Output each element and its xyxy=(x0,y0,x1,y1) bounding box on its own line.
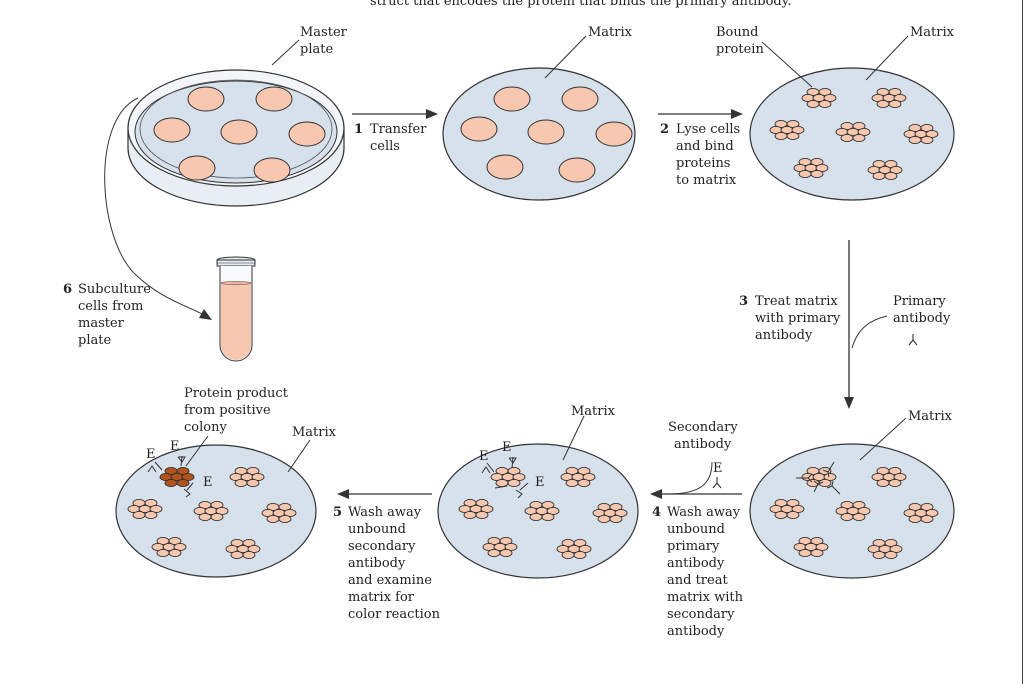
protein-cluster xyxy=(458,498,494,520)
matrix-2 xyxy=(749,67,955,201)
protein-cluster xyxy=(835,121,871,143)
matrix-2-label: Matrix xyxy=(910,25,955,40)
svg-text:E: E xyxy=(170,439,180,454)
arrow-step-5 xyxy=(337,489,432,499)
step-5-text: 5 Wash away unbound secondary antibody a… xyxy=(333,505,441,622)
step-3-text: 3 Treat matrix with primary antibody xyxy=(739,294,845,343)
primary-antibody-icon xyxy=(908,334,918,346)
protein-cluster xyxy=(556,538,592,560)
arrow-step-1 xyxy=(352,109,438,119)
svg-text:E: E xyxy=(203,475,213,490)
protein-cluster xyxy=(769,119,805,141)
protein-cluster xyxy=(229,466,265,488)
protein-cluster xyxy=(867,538,903,560)
protein-cluster xyxy=(801,466,837,488)
master-plate xyxy=(127,69,345,207)
matrix-1 xyxy=(442,67,636,201)
svg-text:E: E xyxy=(479,449,489,464)
arrow-step-4 xyxy=(650,461,742,499)
step-6-text: 6 Subculture cells from master plate xyxy=(63,282,155,348)
svg-text:E: E xyxy=(713,461,723,476)
protein-cluster xyxy=(482,536,518,558)
bound-primary-antibodies xyxy=(796,461,841,495)
page-edge-rule xyxy=(1022,0,1023,684)
positive-protein-cluster xyxy=(159,466,195,488)
culture-tube xyxy=(216,256,256,362)
protein-cluster xyxy=(801,87,837,109)
protein-cluster xyxy=(871,466,907,488)
protein-cluster xyxy=(793,157,829,179)
protein-cluster xyxy=(903,502,939,524)
protein-cluster xyxy=(769,498,805,520)
step-4-text: 4 Wash away unbound primary antibody and… xyxy=(652,505,747,639)
protein-cluster xyxy=(261,502,297,524)
bound-secondary-antibodies xyxy=(481,456,529,499)
caption-fragment: struct that encodes the protein that bin… xyxy=(370,0,791,9)
protein-cluster xyxy=(903,123,939,145)
protein-cluster xyxy=(793,536,829,558)
matrix-5-label: Matrix xyxy=(292,425,337,440)
protein-cluster xyxy=(127,498,163,520)
arrow-step-2 xyxy=(658,109,743,119)
secondary-antibody-icon: E xyxy=(712,461,723,489)
protein-cluster xyxy=(490,466,526,488)
bound-protein-label: Bound protein xyxy=(716,25,764,57)
svg-text:E: E xyxy=(535,475,545,490)
color-reaction-antibodies xyxy=(147,455,194,498)
matrix-5: E E E xyxy=(115,439,317,578)
protein-cluster xyxy=(867,159,903,181)
primary-antibody-label: Primary antibody xyxy=(893,294,951,326)
matrix-4: E E E xyxy=(437,440,639,579)
protein-cluster xyxy=(225,538,261,560)
matrix-1-label: Matrix xyxy=(588,25,633,40)
protein-cluster xyxy=(835,500,871,522)
protein-cluster xyxy=(193,500,229,522)
arrow-step-3 xyxy=(844,240,854,409)
svg-text:E: E xyxy=(502,440,512,455)
step-1-text: 1 Transfer cells xyxy=(354,122,431,154)
protein-cluster xyxy=(524,500,560,522)
master-plate-colonies xyxy=(153,86,326,183)
protein-cluster xyxy=(592,502,628,524)
master-plate-label: Master plate xyxy=(300,25,351,57)
matrix-4-label: Matrix xyxy=(571,404,616,419)
protein-product-label: Protein product from positive colony xyxy=(184,386,292,435)
secondary-antibody-label: Secondary antibody xyxy=(668,420,742,452)
step-2-text: 2 Lyse cells and bind proteins to matrix xyxy=(660,122,744,188)
matrix-3-label: Matrix xyxy=(908,409,953,424)
protein-cluster xyxy=(560,466,596,488)
protein-cluster xyxy=(871,87,907,109)
matrix-3 xyxy=(749,443,955,579)
protein-cluster xyxy=(151,536,187,558)
svg-text:E: E xyxy=(146,447,156,462)
